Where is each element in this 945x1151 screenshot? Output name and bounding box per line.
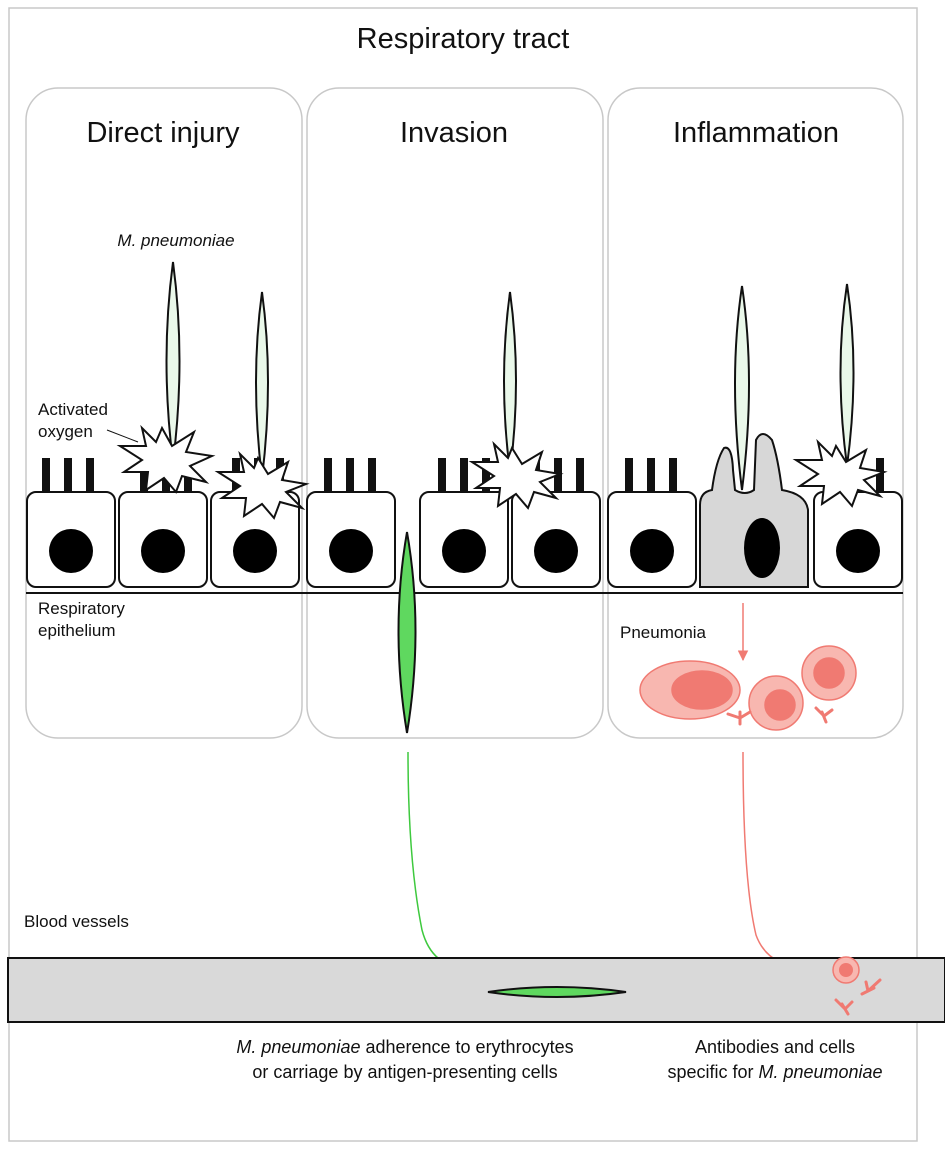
nuclei [49, 518, 880, 578]
panel-title-inflammation: Inflammation [673, 117, 839, 149]
blood-vessels-label: Blood vessels [24, 912, 129, 931]
blood-cell-and-antibodies [832, 956, 882, 1016]
antigen-presenting-cell [699, 433, 809, 588]
panel-title-invasion: Invasion [400, 117, 508, 149]
caption-left-rest: adherence to erythrocytes [360, 1037, 573, 1057]
epithelium-label-line1: Respiratory [38, 599, 125, 618]
organism-label: M. pneumoniae [117, 231, 234, 250]
epithelium-label-line2: epithelium [38, 621, 116, 640]
inflammatory-cells [639, 645, 857, 731]
activated-oxygen-pointer [106, 429, 139, 443]
caption-right-line1: Antibodies and cells [695, 1037, 855, 1057]
invading-mycoplasma [397, 531, 417, 734]
caption-left-line1: M. pneumoniae adherence to erythrocytes [236, 1037, 573, 1057]
activated-oxygen-bursts [116, 424, 888, 520]
mycoplasma-in-blood [487, 986, 627, 998]
panel-invasion [306, 87, 604, 739]
panel-title-direct-injury: Direct injury [86, 117, 240, 149]
antibodies-lung [726, 706, 834, 726]
caption-right-plain: specific for [667, 1062, 758, 1082]
caption-right-line2: specific for M. pneumoniae [667, 1062, 882, 1082]
pneumonia-label: Pneumonia [620, 623, 707, 642]
caption-right-italic: M. pneumoniae [758, 1062, 882, 1082]
caption-left-italic: M. pneumoniae [236, 1037, 360, 1057]
blood-vessel [7, 957, 945, 1023]
main-title: Respiratory tract [357, 23, 570, 55]
activated-oxygen-label-line2: oxygen [38, 422, 93, 441]
caption-left-line2: or carriage by antigen-presenting cells [252, 1062, 557, 1082]
mycoplasma-cells [165, 261, 855, 491]
activated-oxygen-label-line1: Activated [38, 400, 108, 419]
